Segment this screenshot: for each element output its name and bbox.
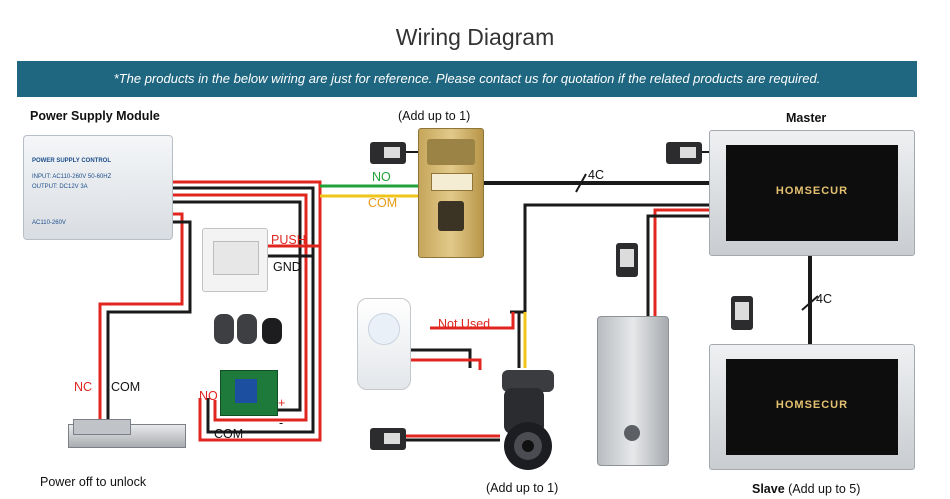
remote-receiver — [262, 318, 282, 344]
notice-banner: *The products in the below wiring are ju… — [17, 61, 917, 97]
wire-lock-black — [646, 214, 710, 316]
power-supply-module: POWER SUPPLY CONTROL INPUT: AC110-260V 5… — [23, 135, 173, 240]
wire-nc-red — [98, 212, 184, 425]
wire-pir-red — [409, 358, 482, 370]
wire-com-black — [106, 220, 192, 425]
slave-screen: HOMSECUR — [726, 359, 898, 455]
minus-label: - — [279, 416, 284, 430]
slave-label-bold: Slave — [752, 482, 785, 496]
slave-label-rest: (Add up to 5) — [784, 482, 861, 496]
bullet-camera — [502, 370, 554, 470]
page-title: Wiring Diagram — [395, 24, 555, 50]
card-reader-5-lcd — [384, 433, 400, 444]
card-reader-3 — [616, 243, 638, 277]
camera-body — [504, 388, 544, 434]
unlock-label: Power off to unlock — [40, 475, 147, 489]
psu-title: POWER SUPPLY CONTROL — [32, 158, 112, 164]
door-station — [418, 128, 484, 258]
card-reader-1-lcd — [384, 147, 400, 158]
master-monitor: HOMSECUR — [709, 130, 915, 256]
remote-fob-2 — [237, 314, 257, 344]
card-reader-2-lcd — [680, 147, 696, 158]
relay-module — [220, 370, 278, 416]
slave-brand: HOMSECUR — [775, 399, 849, 411]
electric-lock — [597, 316, 669, 466]
master-label: Master — [786, 111, 827, 125]
wire-pir-black — [409, 348, 472, 368]
strike-body — [73, 419, 131, 435]
card-reader-3-lcd — [620, 249, 634, 267]
psu-output: OUTPUT: DC12V 3A — [32, 184, 88, 190]
camera-label: (Add up to 1) — [486, 481, 559, 495]
card-reader-2 — [666, 142, 702, 164]
not-used-label: Not Used — [438, 317, 491, 331]
relay-block — [235, 379, 257, 403]
master-screen: HOMSECUR — [726, 145, 898, 241]
card-reader-1 — [370, 142, 406, 164]
exit-button-face — [213, 241, 259, 275]
card-reader-5 — [370, 428, 406, 450]
wire-psu-black-1 — [172, 186, 315, 434]
exit-button — [202, 228, 268, 292]
lock-keyhole — [624, 425, 640, 441]
camera-lens-core — [522, 440, 534, 452]
camera-mount — [502, 370, 554, 392]
wire-master-camera — [510, 203, 710, 314]
push-label: PUSH — [271, 233, 306, 247]
no-label-top: NO — [372, 170, 391, 184]
com-label-left: COM — [111, 380, 141, 394]
cable-4c-top: 4C — [588, 168, 604, 182]
door-camera — [427, 139, 475, 165]
com-label-relay: COM — [214, 427, 244, 441]
pir-sensor — [357, 298, 411, 390]
psu-input: INPUT: AC110-260V 50-60HZ — [32, 174, 112, 180]
no-label-relay: NO — [199, 389, 218, 403]
wire-not-used — [430, 312, 515, 330]
remote-fob-1 — [214, 314, 234, 344]
slave-label: Slave (Add up to 5) — [752, 482, 860, 496]
nc-label: NC — [74, 380, 93, 394]
wire-psu-red-1 — [172, 180, 322, 442]
gnd-label: GND — [273, 260, 301, 274]
wire-psu-black-2 — [172, 200, 302, 412]
door-station-label: (Add up to 1) — [398, 109, 471, 123]
master-brand: HOMSECUR — [775, 185, 849, 197]
card-reader-4-lcd — [735, 302, 749, 320]
wire-lock-red — [653, 208, 710, 316]
fingerprint-pad — [438, 201, 464, 231]
plus-label: + — [278, 396, 286, 410]
wire-psu-red-2 — [172, 193, 308, 422]
cable-4c-right: 4C — [816, 292, 832, 306]
pir-lens — [368, 313, 400, 345]
com-label-top: COM — [368, 196, 398, 210]
call-button — [431, 173, 473, 191]
power-supply-label: Power Supply Module — [30, 109, 160, 123]
electric-strike — [68, 419, 186, 448]
cable-mark-right — [801, 295, 819, 311]
slave-monitor: HOMSECUR — [709, 344, 915, 470]
psu-model: AC110-260V — [32, 220, 66, 226]
card-reader-4 — [731, 296, 753, 330]
cable-mark-top — [575, 173, 587, 193]
